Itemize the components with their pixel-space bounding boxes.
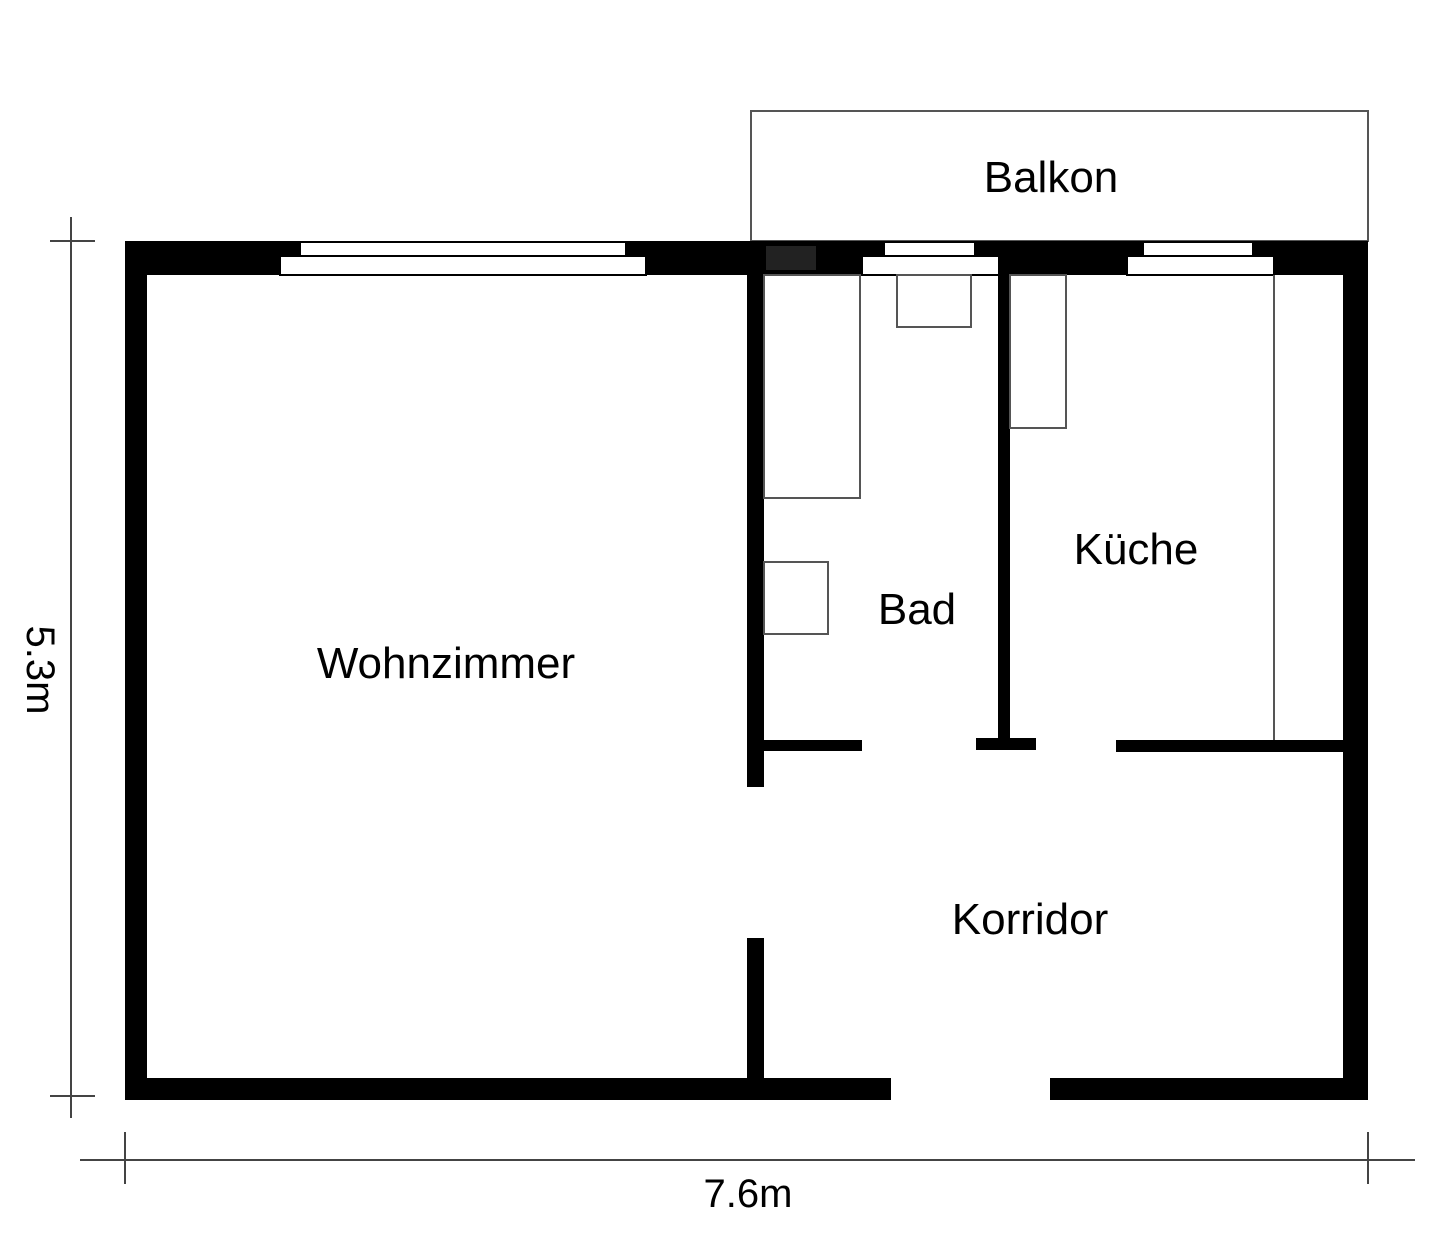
bottom-wall-left: [125, 1078, 891, 1100]
window-wohnzimmer-sill: [279, 255, 647, 276]
room-label-kueche: Küche: [1074, 525, 1199, 574]
stove: [1009, 274, 1067, 429]
wall-bad-corridor: [764, 740, 862, 751]
wall-bad-kueche: [998, 275, 1010, 742]
window-bad: [883, 241, 976, 257]
dimension-lines: [50, 217, 1415, 1184]
interior-walls: [747, 275, 1343, 1080]
top-wall-mid: [626, 241, 884, 275]
bathtub: [763, 274, 861, 499]
room-label-wohnzimmer: Wohnzimmer: [317, 639, 575, 688]
fixtures: [763, 274, 1275, 740]
top-wall-mid2: [975, 241, 1143, 275]
toilet: [896, 274, 972, 328]
window-wohnzimmer: [299, 241, 627, 257]
sink: [763, 561, 829, 635]
wall-bad-kueche-tee: [976, 738, 1036, 750]
balcony-door: [766, 246, 816, 270]
dimension-width-label: 7.6m: [704, 1172, 793, 1216]
window-bad-sill: [861, 255, 1000, 276]
bottom-wall-right: [1050, 1078, 1368, 1100]
window-kueche: [1142, 241, 1254, 257]
outer-walls: [125, 241, 1368, 1100]
window-kueche-sill: [1126, 255, 1275, 276]
right-wall: [1343, 241, 1368, 1100]
wall-wohnzimmer-bad: [747, 275, 764, 787]
room-label-bad: Bad: [878, 585, 956, 634]
top-wall-left: [125, 241, 300, 275]
wall-wohnzimmer-corridor: [747, 938, 764, 1080]
windows: [279, 241, 1275, 276]
room-label-korridor: Korridor: [952, 895, 1109, 944]
wall-kueche-corridor: [1116, 740, 1343, 752]
dimension-height-label: 5.3m: [18, 626, 62, 715]
room-label-balkon: Balkon: [984, 153, 1119, 202]
left-wall: [125, 241, 147, 1100]
